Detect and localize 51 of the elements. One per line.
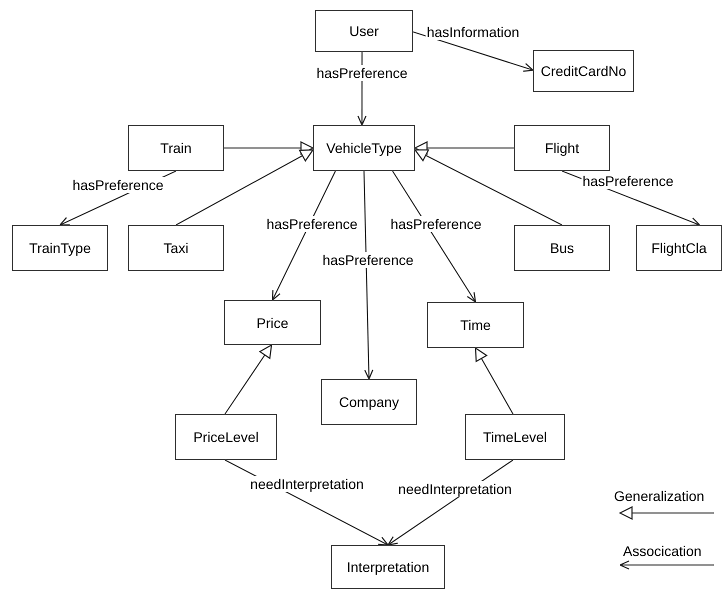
class-name: VehicleType [326,140,402,156]
class-name: Company [339,394,399,410]
class-name: PriceLevel [193,429,259,445]
association-arrow [412,31,534,72]
edge-label: hasInformation [426,24,520,40]
association-arrow [392,170,476,303]
edge-label: hasPreference [321,252,415,268]
class-box [128,125,224,171]
legend-label: Assocication [623,543,702,559]
class-box [175,414,277,460]
class-name: Bus [550,240,574,256]
class-box [315,10,413,52]
class-name: Price [256,314,288,330]
association-arrow [272,170,336,301]
class-box [465,414,565,460]
class-box [331,545,445,589]
generalization-arrow [224,141,314,155]
generalization-arrow [414,141,514,155]
edge-label: hasPreference [265,216,359,232]
generalization-arrow [474,347,514,414]
class-box [636,225,722,271]
class-box [427,302,524,348]
edge-label: hasPreference [389,216,483,232]
class-box [514,225,610,271]
class-name: FlightCla [651,240,707,256]
generalization-arrow [414,149,562,226]
generalization-arrow [224,344,272,414]
class-name: Train [160,140,192,156]
edge-label: hasPreference [315,65,409,81]
class-box [128,225,224,271]
class-name: Flight [544,140,580,156]
edge-label: hasPreference [581,173,675,189]
class-name: User [349,23,379,39]
edge-label: hasPreference [71,177,165,193]
class-name: Taxi [164,240,188,256]
class-box [514,125,610,171]
class-name: CreditCardNo [540,63,626,79]
class-name: Interpretation [346,559,430,575]
class-name: TimeLevel [482,429,548,445]
class-box [224,300,321,345]
legend-label: Generalization [614,488,704,504]
class-box [313,125,415,171]
generalization-arrow [176,149,314,226]
class-name: TrainType [29,240,91,256]
edge-label: needInterpretation [249,476,365,492]
class-box [321,379,417,425]
class-box [533,50,634,92]
edge-label: needInterpretation [397,481,513,497]
class-name: Time [460,317,491,333]
association-arrow [363,170,374,380]
class-box [12,225,108,271]
